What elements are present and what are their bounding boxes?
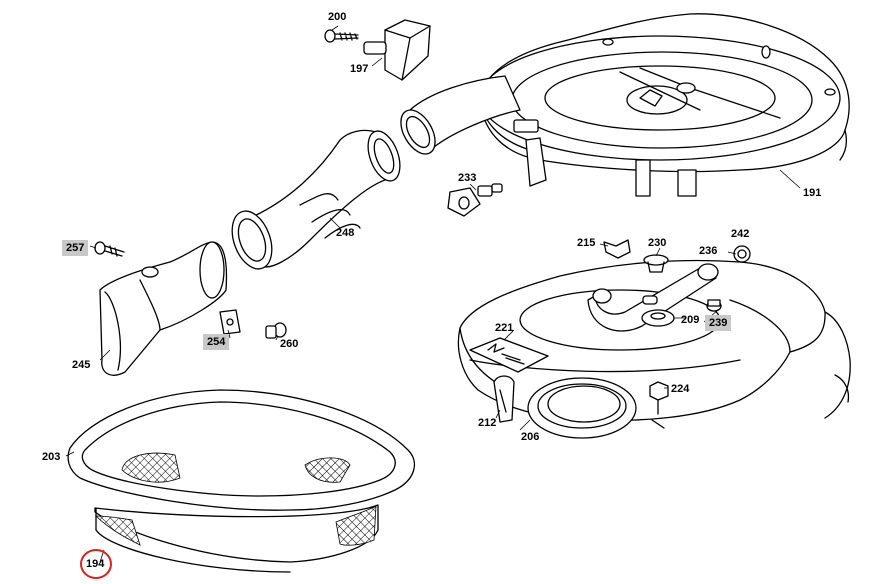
part-206-seal-ring [527, 377, 637, 439]
part-239-plug [706, 299, 722, 312]
label-215: 215 [577, 237, 596, 249]
red-circle-highlight [80, 549, 112, 579]
label-212: 212 [478, 417, 497, 429]
part-230-grommet [643, 254, 669, 273]
label-224: 224 [671, 383, 690, 395]
part-248-hose [231, 129, 401, 270]
leader-lines [65, 25, 801, 563]
label-203: 203 [42, 451, 61, 463]
part-203-filter-frame [67, 389, 416, 511]
part-194-filter-element [94, 504, 379, 573]
label-260: 260 [280, 338, 299, 350]
part-242-clamp [733, 245, 751, 263]
label-257: 257 [62, 240, 89, 256]
label-236: 236 [699, 245, 718, 257]
part-212-clip [493, 375, 515, 423]
part-197-clip [363, 19, 431, 81]
part-224-nut [649, 381, 669, 429]
label-242: 242 [731, 228, 750, 240]
part-lower-housing [457, 259, 851, 422]
label-254: 254 [203, 334, 230, 350]
part-257-screw [94, 241, 125, 257]
part-233-connector [447, 183, 503, 217]
label-245: 245 [72, 359, 91, 371]
part-260-bolt [265, 322, 287, 339]
label-194: 194 [86, 558, 105, 570]
label-248: 248 [336, 227, 355, 239]
part-209-washer [641, 309, 675, 327]
label-206: 206 [521, 431, 540, 443]
part-254-clip [219, 309, 241, 335]
part-plug-small [642, 295, 658, 305]
part-191-housing-top [400, 13, 850, 197]
part-200-screw [324, 29, 359, 43]
label-200: 200 [328, 11, 347, 23]
part-215-wing-nut [603, 239, 631, 259]
label-191: 191 [803, 187, 822, 199]
label-221: 221 [495, 322, 514, 334]
label-230: 230 [648, 237, 667, 249]
label-233: 233 [458, 172, 477, 184]
label-197: 197 [350, 63, 369, 75]
part-245-intake-duct [99, 241, 228, 376]
part-221-label [469, 337, 549, 373]
label-209: 209 [681, 314, 700, 326]
label-239: 239 [705, 315, 732, 331]
